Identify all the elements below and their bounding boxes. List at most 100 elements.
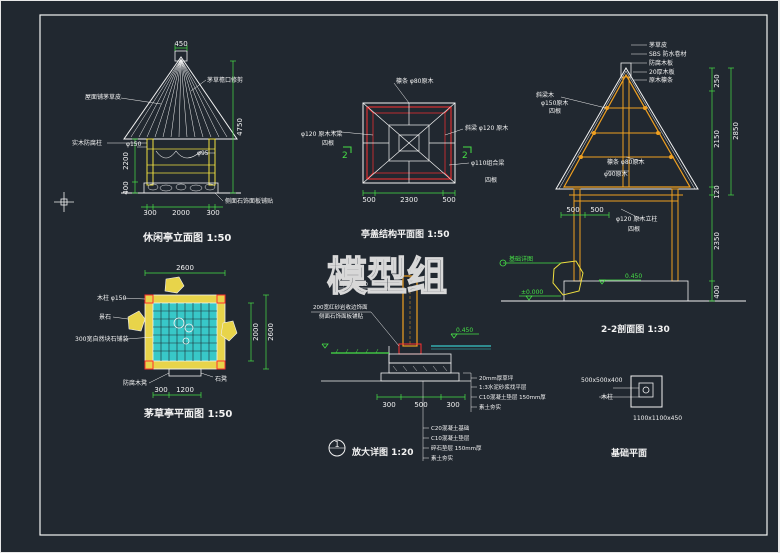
- detail-label-edge: 200宽红砂岩收边饰面: [313, 303, 368, 311]
- section-label-mid2: φ90原木: [604, 170, 628, 178]
- roof-plan-label-right: 斜梁 φ120 原木: [465, 124, 508, 132]
- floor-plan-dim-right-2: 2600: [267, 323, 275, 341]
- floor-plan-rocks: [127, 276, 238, 342]
- section-label-mid4: 四根: [628, 225, 640, 233]
- section-level-2: ±0.000: [521, 289, 543, 296]
- elevation-label-roof-right: 茅草檐口修剪: [207, 76, 243, 84]
- section-view: 250 2150 120 2350 400 2850 500 500 茅草皮 S…: [499, 41, 746, 335]
- elevation-title: 休闲亭立面图 1:50: [142, 231, 231, 244]
- foundation-label-size: 500x500x400: [581, 377, 623, 384]
- floor-plan-title: 茅草亭平面图 1:50: [144, 407, 232, 420]
- foundation-view: 500x500x400 木柱 1100x1100x450 基础平面: [581, 375, 682, 459]
- section-label-left2: φ150原木: [541, 99, 568, 107]
- section-level-1: 0.450: [625, 273, 642, 280]
- detail-base-4: 素土夯实: [431, 454, 454, 462]
- section-label-top4: 20厚木板: [649, 68, 675, 76]
- roof-plan-label-right3: 四根: [485, 176, 497, 184]
- section-boulder: [552, 260, 584, 296]
- section-label-left3: 四根: [549, 107, 561, 115]
- elevation-dim-bottom-1: 300: [143, 209, 156, 217]
- foundation-title: 基础平面: [610, 447, 647, 459]
- elevation-dim-left-2: 400: [122, 181, 130, 194]
- section-dim-bottom-2: 500: [590, 206, 603, 214]
- watermark-logo: 模型组: [327, 254, 447, 300]
- crosshair-cursor-icon: [54, 192, 74, 212]
- elevation-view: 450 2200 400 4750 300 2000 300 屋面铺茅草皮 茅草…: [72, 40, 273, 244]
- elevation-dim-right: 4750: [236, 118, 244, 136]
- roof-plan-label-left: φ120 原木木梁: [301, 130, 342, 138]
- elevation-dim-lines: [132, 45, 236, 210]
- elevation-label-base: 侧面石饰面板铺贴: [225, 197, 273, 205]
- detail-dim-2: 500: [414, 401, 427, 409]
- detail-label-facing: 侧面石饰面板铺贴: [319, 312, 364, 320]
- roof-plan-section-mark-right: 2: [462, 151, 468, 161]
- section-dim-3: 120: [713, 185, 721, 198]
- floor-plan-label-stone-bench: 石凳: [215, 375, 227, 383]
- detail-level: 0.450: [456, 327, 473, 334]
- elevation-dim-bottom-2: 2000: [172, 209, 190, 217]
- roof-plan-dim-1: 500: [362, 196, 375, 204]
- roof-plan-dim-2: 2300: [400, 196, 418, 204]
- floor-plan-label-pavement: 300宽自然块石铺装: [75, 335, 128, 343]
- section-label-base: 基础详图: [509, 255, 533, 263]
- sheet-border: [39, 14, 768, 536]
- floor-plan-dim-top: 2600: [176, 264, 194, 272]
- section-label-left1: 斜梁木: [536, 91, 554, 99]
- section-title: 2-2剖面图 1:30: [601, 323, 670, 335]
- elevation-dim-top: 450: [174, 40, 187, 48]
- floor-plan-label-rock: 景石: [99, 314, 111, 321]
- elevation-dim-bottom-3: 300: [206, 209, 219, 217]
- section-dim-total: 2850: [732, 122, 740, 140]
- detail-dim-3: 300: [446, 401, 459, 409]
- roof-plan-label-top: 檩条 φ80原木: [396, 77, 434, 85]
- section-label-top5: 原木檩条: [649, 76, 673, 84]
- elevation-label-wood: 实木防腐柱: [72, 139, 102, 147]
- detail-layer-4: 素土夯实: [479, 403, 502, 411]
- section-dim-5: 400: [713, 285, 721, 298]
- elevation-post-right: [208, 138, 216, 186]
- section-label-top1: 茅草皮: [649, 41, 667, 49]
- section-label-top2: SBS 防水卷材: [649, 50, 687, 58]
- floor-plan-dim-right-1: 2000: [252, 323, 260, 341]
- detail-title: 放大详图 1:20: [351, 446, 414, 458]
- elevation-label-roof: 屋面铺茅草皮: [85, 93, 121, 101]
- elevation-post-left: [146, 138, 154, 186]
- detail-base-1: C20混凝土基础: [431, 424, 470, 432]
- detail-label-post: 木柱 φ150: [341, 280, 368, 288]
- floor-plan-dim-bottom-2: 1200: [176, 386, 194, 394]
- section-dim-1: 250: [713, 74, 721, 87]
- detail-number: 1: [334, 440, 339, 449]
- elevation-label-rail: φ95: [197, 150, 209, 157]
- floor-plan-dim-bottom-1: 300: [154, 386, 167, 394]
- detail-base-2: C10混凝土垫层: [431, 434, 470, 442]
- detail-view: 0.450 300 500 300: [311, 275, 546, 462]
- detail-layer-2: 1:3水泥砂浆找平层: [479, 383, 527, 391]
- roof-plan-label-left2: 四根: [322, 139, 334, 147]
- detail-layer-1: 20mm厚草坪: [479, 374, 514, 382]
- foundation-label-post: 木柱: [601, 393, 613, 401]
- elevation-label-post: φ150: [126, 141, 142, 148]
- roof-plan-section-mark-left: 2: [342, 151, 348, 161]
- roof-plan-view: 2 2 500 2300 500 檩条 φ80原木 φ120 原木木梁: [301, 77, 508, 240]
- section-label-mid3: φ120 原木立柱: [616, 215, 657, 223]
- floor-plan-label-bench: 防腐木凳: [123, 379, 147, 387]
- section-dim-4: 2350: [713, 232, 721, 250]
- roof-plan-dim-3: 500: [442, 196, 455, 204]
- foundation-label-base: 1100x1100x450: [633, 415, 682, 422]
- floor-plan-view: 2600 2000 2600 300 1200 木柱 φ150 景石 300宽自…: [75, 264, 275, 420]
- roof-thatch-hatch: [130, 58, 228, 138]
- roof-plan-label-right2: φ110组合梁: [471, 159, 504, 167]
- section-label-mid1: 檩条 φ80原木: [607, 158, 645, 166]
- detail-base-3: 碎石垫层 150mm厚: [431, 444, 482, 452]
- roof-plan-title: 亭盖结构平面图 1:50: [361, 228, 450, 240]
- elevation-roof: [123, 56, 238, 140]
- section-dim-2: 2150: [713, 130, 721, 148]
- section-dim-bottom-1: 500: [566, 206, 579, 214]
- floor-plan-label-post: 木柱 φ150: [97, 294, 127, 302]
- detail-layer-3: C10混凝土垫层 150mm厚: [479, 393, 546, 401]
- detail-dim-1: 300: [382, 401, 395, 409]
- section-label-top3: 防腐木板: [649, 59, 673, 67]
